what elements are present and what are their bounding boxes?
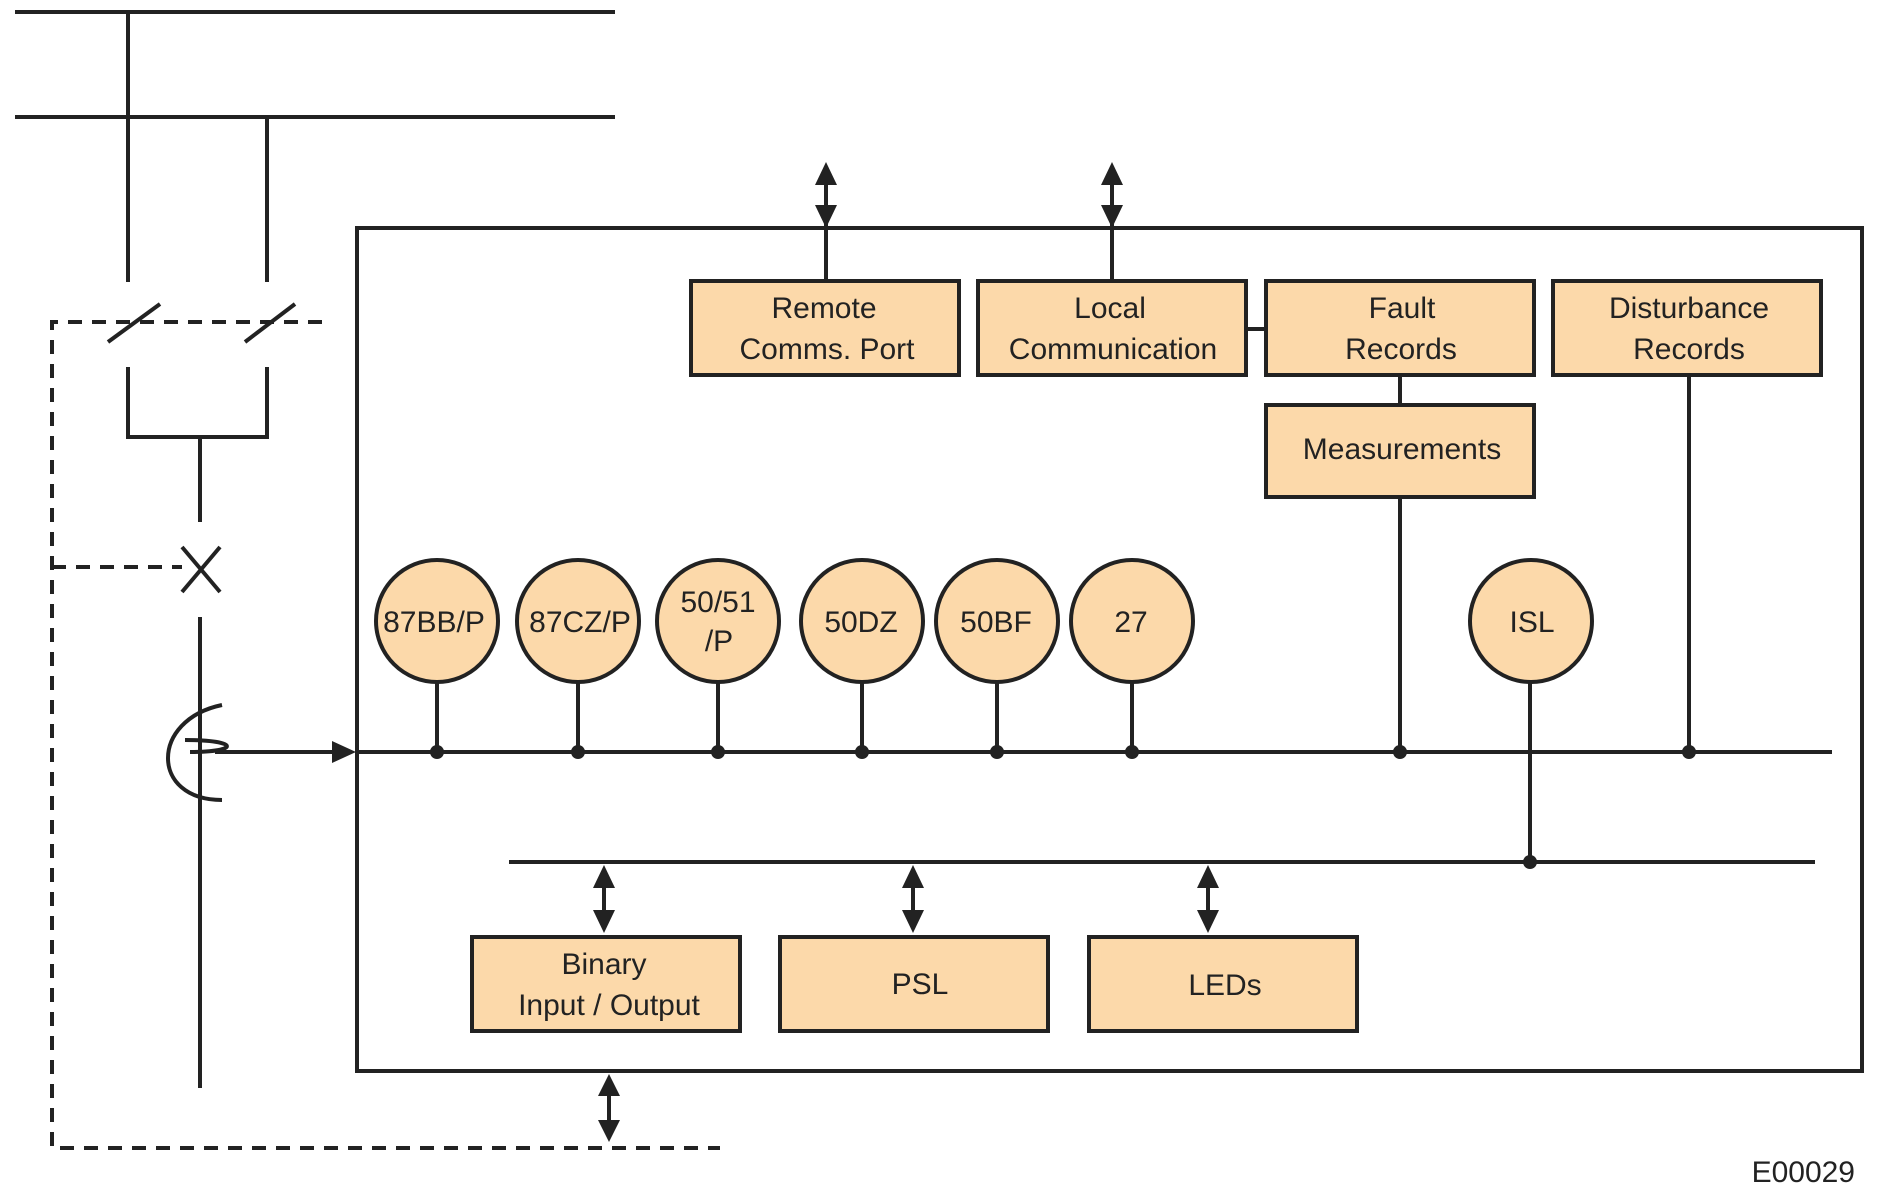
fault-records-line1: Fault xyxy=(1369,292,1436,325)
local-communication-line1: Local xyxy=(1074,292,1146,325)
function-5051-line2: /P xyxy=(705,625,733,658)
function-50dz: 50DZ xyxy=(799,558,925,759)
remote-port-arrow-up xyxy=(815,162,837,185)
function-isl-label: ISL xyxy=(1509,606,1554,639)
measurements-label: Measurements xyxy=(1303,433,1501,466)
internal-buses xyxy=(357,750,1832,864)
function-50dz-label: 50DZ xyxy=(824,606,897,639)
isolator-joint xyxy=(126,367,269,439)
box-remote-comms: Remote Comms. Port xyxy=(689,279,961,377)
binary-io-arrow-down xyxy=(598,1120,620,1142)
binary-io-bus-arrow-down xyxy=(593,910,615,933)
box-leds: LEDs xyxy=(1087,935,1359,1033)
function-27-label: 27 xyxy=(1114,606,1147,639)
function-50bf-label: 50BF xyxy=(960,606,1032,639)
remote-port-arrow-down xyxy=(815,205,837,228)
binary-io-line1: Binary xyxy=(561,948,646,981)
box-psl: PSL xyxy=(778,935,1050,1033)
local-port-arrow-up xyxy=(1101,162,1123,185)
relay-enclosure xyxy=(355,226,1864,1073)
binary-io-arrow-up xyxy=(598,1074,620,1096)
function-5051: 50/51 /P xyxy=(655,558,781,759)
box-fault-records: Fault Records xyxy=(1264,279,1536,377)
local-communication-line2: Communication xyxy=(1009,333,1217,366)
external-comm-arrows xyxy=(598,162,1123,1142)
remote-comms-line2: Comms. Port xyxy=(739,333,915,366)
record-connectors xyxy=(1246,327,1696,759)
function-isl: ISL xyxy=(1468,558,1594,869)
leds-bus-arrow-down xyxy=(1197,910,1219,933)
box-binary-io: Binary Input / Output xyxy=(470,935,742,1033)
local-port-arrow-down xyxy=(1101,205,1123,228)
binary-io-bus-arrow-up xyxy=(593,865,615,888)
disturbance-bus-node xyxy=(1682,745,1696,759)
ct-input-arrow xyxy=(332,741,356,763)
protection-functions: 87BB/P 87CZ/P 50/51 /P 50DZ 50BF xyxy=(374,558,1594,869)
breaker-stroke-2 xyxy=(180,545,222,594)
bottom-io: Binary Input / Output PSL LEDs xyxy=(470,865,1359,1033)
dashed-control-loop xyxy=(50,320,720,1150)
remote-comms-line1: Remote xyxy=(771,292,876,325)
disturbance-records-line1: Disturbance xyxy=(1609,292,1769,325)
leds-label: LEDs xyxy=(1188,969,1261,1002)
psl-bus-arrow-up xyxy=(902,865,924,888)
box-local-communication: Local Communication xyxy=(976,279,1248,377)
binary-io-line2: Input / Output xyxy=(518,989,700,1022)
psl-bus-arrow-down xyxy=(902,910,924,933)
current-transformer-icon xyxy=(166,703,223,802)
box-measurements: Measurements xyxy=(1264,403,1536,499)
disturbance-records-line2: Records xyxy=(1633,333,1745,366)
function-87cz: 87CZ/P xyxy=(515,558,641,759)
function-50bf: 50BF xyxy=(934,558,1060,759)
measurements-bus-node xyxy=(1393,745,1407,759)
box-disturbance-records: Disturbance Records xyxy=(1551,279,1823,377)
leds-bus-arrow-up xyxy=(1197,865,1219,888)
control-wiring xyxy=(50,320,720,1150)
fault-records-line2: Records xyxy=(1345,333,1457,366)
function-87cz-label: 87CZ/P xyxy=(529,606,631,639)
function-5051-line1: 50/51 xyxy=(680,586,755,619)
psl-label: PSL xyxy=(892,968,949,1001)
busbar-system xyxy=(15,10,615,1088)
current-transformer-loop xyxy=(184,738,229,754)
isolator-1-contact xyxy=(106,302,162,344)
figure-id: E00029 xyxy=(1752,1156,1855,1189)
function-87bb-label: 87BB/P xyxy=(383,606,485,639)
function-87bb: 87BB/P xyxy=(374,558,500,759)
function-27: 27 xyxy=(1069,558,1195,759)
